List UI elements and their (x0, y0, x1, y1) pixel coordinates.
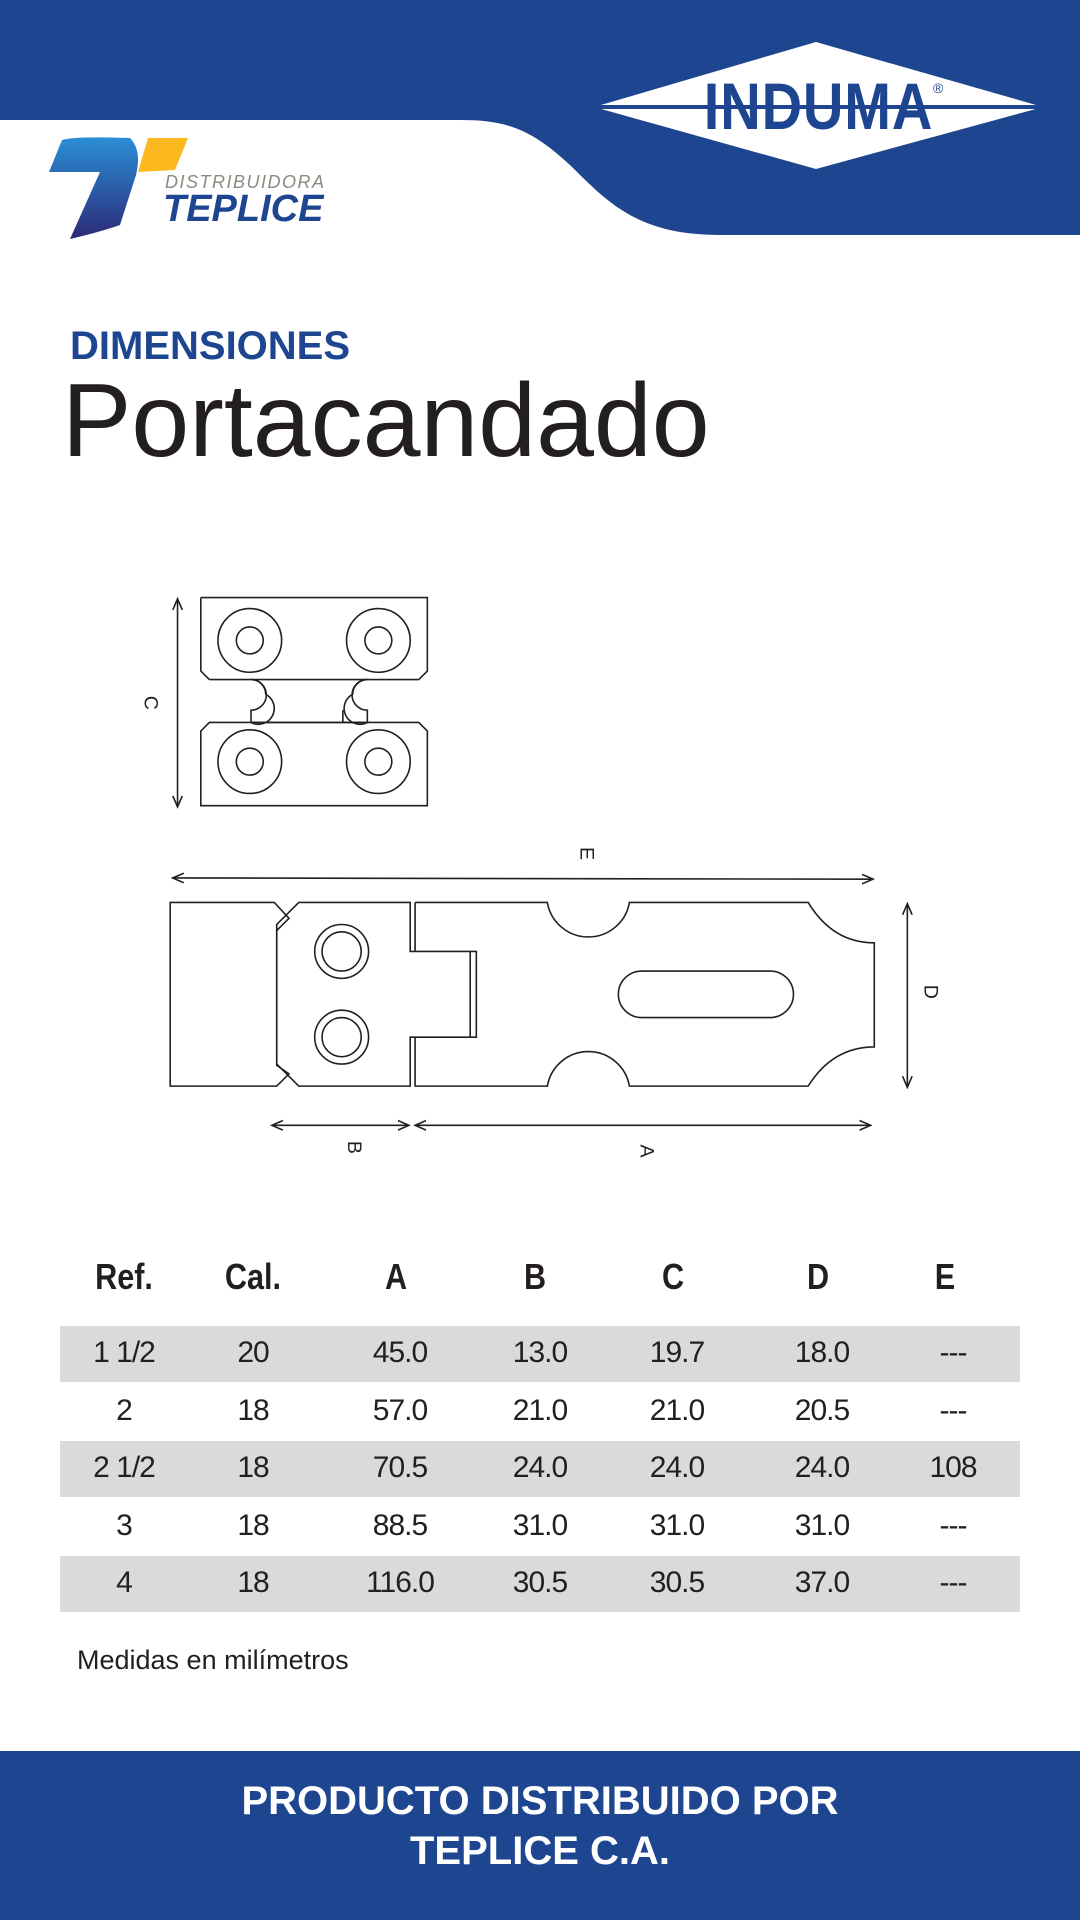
table-cell: 18 (237, 1508, 269, 1542)
table-cell: 18 (237, 1451, 269, 1484)
label-d: D (919, 985, 941, 999)
table-cell: 57.0 (372, 1393, 428, 1427)
table-cell: 24.0 (512, 1451, 568, 1484)
table-cell: 20 (237, 1336, 269, 1369)
table-cell: 31.0 (649, 1508, 705, 1542)
table-cell: 108 (929, 1451, 977, 1484)
table-cell: 3 (116, 1508, 133, 1542)
section-label: DIMENSIONES (70, 324, 351, 368)
table-cell: 116.0 (366, 1566, 435, 1599)
col-header-e: E (934, 1256, 956, 1297)
table-cell: 45.0 (372, 1336, 428, 1369)
label-e: E (575, 847, 597, 860)
label-a: A (635, 1144, 657, 1158)
table-cell: 18 (237, 1393, 269, 1427)
col-header-c: C (661, 1256, 685, 1297)
table-cell: 24.0 (794, 1451, 850, 1484)
induma-logo (594, 42, 1043, 169)
table-cell: 20.5 (794, 1393, 850, 1427)
table-row: 1 1/2 20 45.0 13.0 19.7 18.0 --- (60, 1326, 1020, 1382)
footer-banner: PRODUCTO DISTRIBUIDO POR TEPLICE C.A. (0, 1751, 1080, 1920)
table-cell: 13.0 (512, 1336, 568, 1369)
table-cell: 4 (116, 1566, 133, 1599)
units-note: Medidas en milímetros (77, 1645, 349, 1675)
distributor-small-label: DISTRIBUIDORA (165, 172, 326, 192)
table-cell: 18.0 (794, 1336, 850, 1369)
footer-line-1: PRODUCTO DISTRIBUIDO POR (241, 1779, 839, 1823)
table-cell: --- (939, 1393, 968, 1427)
table-row: 2 18 57.0 21.0 21.0 20.5 --- (60, 1384, 1020, 1440)
col-header-cal: Cal. (224, 1256, 282, 1297)
induma-logo-text: INDUMA (703, 69, 934, 143)
table-cell: 1 1/2 (93, 1336, 156, 1369)
distributor-name: TEPLICE (163, 188, 324, 230)
table-row: 2 1/2 18 70.5 24.0 24.0 24.0 108 (60, 1441, 1020, 1497)
col-header-a: A (384, 1256, 408, 1297)
label-b: B (343, 1141, 365, 1154)
table-cell: --- (939, 1566, 968, 1599)
header-banner (0, 0, 1080, 239)
table-cell: 18 (237, 1566, 269, 1599)
table-cell: 88.5 (372, 1508, 428, 1542)
table-cell: 24.0 (649, 1451, 705, 1484)
col-header-d: D (806, 1256, 830, 1297)
col-header-ref: Ref. (95, 1256, 153, 1297)
table-row: 3 18 88.5 31.0 31.0 31.0 --- (60, 1499, 1020, 1555)
table-cell: 31.0 (794, 1508, 850, 1542)
table-cell: 70.5 (372, 1451, 428, 1484)
table-cell: 30.5 (512, 1566, 568, 1599)
table-cell: 2 1/2 (93, 1451, 156, 1484)
col-header-b: B (523, 1256, 547, 1297)
side-view (169, 901, 876, 1087)
table-cell: 21.0 (649, 1393, 705, 1427)
table-cell: 19.7 (649, 1336, 705, 1369)
table-row: 4 18 116.0 30.5 30.5 37.0 --- (60, 1556, 1020, 1612)
registered-mark: ® (933, 80, 944, 96)
table-cell: --- (939, 1508, 968, 1542)
table-cell: 31.0 (512, 1508, 568, 1542)
table-cell: 30.5 (649, 1566, 705, 1599)
dimension-e-arrow (173, 878, 873, 879)
table-cell: --- (939, 1336, 968, 1369)
top-view (200, 596, 429, 807)
page-title: Portacandado (62, 363, 710, 479)
table-cell: 21.0 (512, 1393, 568, 1427)
label-c: C (139, 696, 161, 710)
table-cell: 2 (116, 1393, 133, 1427)
teplice-logo-mark (49, 137, 188, 239)
footer-line-2: TEPLICE C.A. (409, 1829, 671, 1873)
table-cell: 37.0 (794, 1566, 850, 1599)
